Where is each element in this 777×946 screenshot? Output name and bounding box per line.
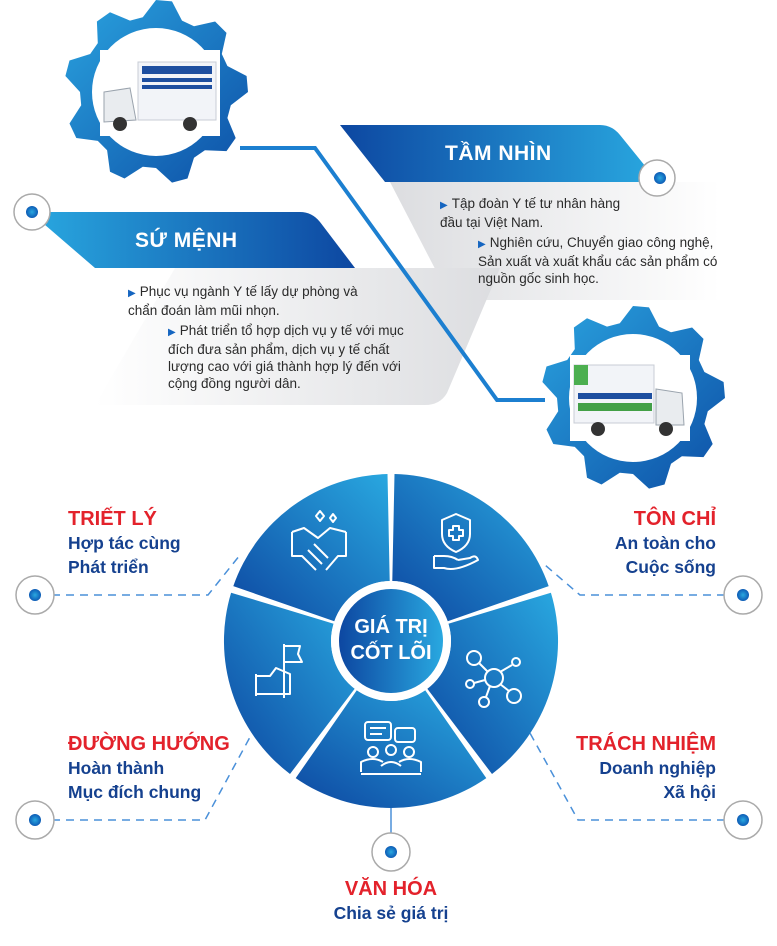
caret-right-icon: ▶	[128, 288, 136, 299]
caret-right-icon: ▶	[478, 239, 486, 250]
wheel-segment	[392, 474, 549, 622]
value-duong-huong: ĐƯỜNG HƯỚNG Hoàn thành Mục đích chung	[68, 733, 230, 802]
vision-bullet: ▶Nghiên cứu, Chuyển giao công nghệ, Sản …	[478, 235, 718, 286]
value-dot-icon	[723, 800, 763, 840]
value-trach-nhiem: TRÁCH NHIỆM Doanh nghiệp Xã hội	[576, 733, 716, 802]
vision-banner	[340, 125, 658, 182]
shield-care-icon	[433, 513, 479, 570]
network-icon	[465, 650, 522, 708]
mission-bullet: ▶Phát triển tổ hợp dịch vụ y tế với mục …	[168, 323, 404, 391]
value-ton-chi: TÔN CHỈ An toàn cho Cuộc sống	[614, 508, 716, 577]
vision-dot-icon	[638, 159, 676, 197]
core-title: GIÁ TRỊ CỐT LÕI	[350, 616, 432, 664]
mission-title: SỨ MỆNH	[135, 229, 238, 252]
mission-dot-icon	[13, 193, 51, 231]
vision-bullet: ▶Tập đoàn Y tế tư nhân hàng đầu tại Việt…	[440, 196, 621, 230]
mission-bullet: ▶Phục vụ ngành Y tế lấy dự phòng và chẩn…	[128, 284, 358, 318]
wheel-segment	[233, 474, 390, 622]
value-van-hoa: VĂN HÓA Chia sẻ giá trị	[333, 878, 449, 923]
value-dot-icon	[15, 575, 55, 615]
value-dot-icon	[15, 800, 55, 840]
value-triet-ly: TRIẾT LÝ Hợp tác cùng Phát triển	[68, 508, 181, 577]
caret-right-icon: ▶	[168, 327, 176, 338]
vision-title: TẦM NHÌN	[445, 142, 552, 165]
core-center	[339, 589, 443, 693]
connector-line	[240, 146, 545, 402]
value-connectors	[52, 554, 725, 821]
truck-image	[570, 355, 690, 441]
team-chat-icon	[360, 721, 422, 775]
wheel-segment	[295, 690, 487, 808]
truck-image	[100, 50, 220, 136]
mission-banner	[30, 212, 355, 268]
wheel-segment	[427, 592, 559, 774]
handshake-icon	[291, 510, 347, 571]
hand-flag-icon	[255, 644, 303, 698]
mission-panel	[95, 268, 500, 405]
caret-right-icon: ▶	[440, 200, 448, 211]
value-dot-icon	[371, 832, 411, 872]
value-dot-icon	[723, 575, 763, 615]
